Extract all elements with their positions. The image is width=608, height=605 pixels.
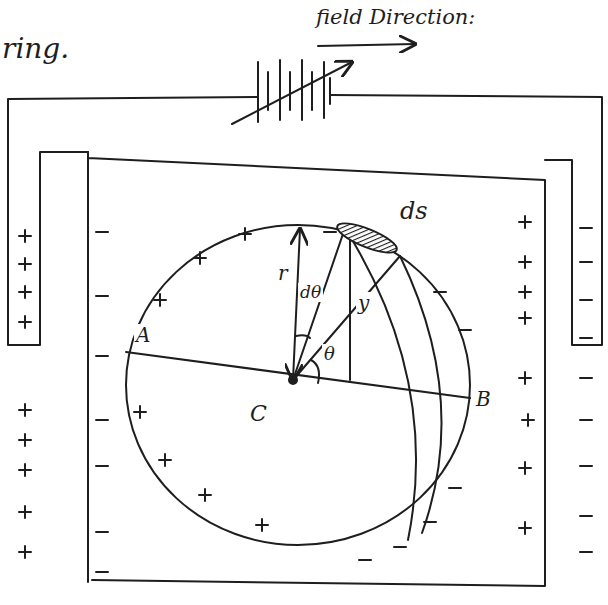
radius-label: r bbox=[276, 262, 290, 284]
angle-label: θ bbox=[322, 344, 337, 364]
minus-charge bbox=[96, 465, 108, 467]
element-label: ds bbox=[400, 198, 428, 224]
height-label: y bbox=[356, 292, 371, 314]
minus-charge bbox=[96, 355, 108, 357]
plus-charge bbox=[519, 462, 531, 474]
minus-charge bbox=[580, 551, 592, 553]
ring-curve bbox=[345, 228, 416, 540]
plus-charge bbox=[19, 404, 31, 416]
minus-charge bbox=[394, 546, 406, 548]
minus-charge bbox=[434, 291, 446, 293]
point-label: A bbox=[134, 324, 152, 346]
plus-charge bbox=[239, 228, 251, 240]
plus-charge bbox=[519, 522, 531, 534]
radius-line bbox=[293, 229, 300, 380]
ring-element bbox=[334, 218, 400, 259]
plus-charge bbox=[199, 489, 211, 501]
left-wire bbox=[8, 97, 258, 345]
minus-charge bbox=[424, 521, 436, 523]
plus-charge bbox=[19, 434, 31, 446]
plus-charge bbox=[19, 286, 31, 298]
plus-charge bbox=[519, 372, 531, 384]
plus-charge bbox=[19, 258, 31, 270]
plus-charge bbox=[159, 454, 171, 466]
minus-charge bbox=[580, 337, 592, 339]
minus-charge bbox=[96, 571, 108, 573]
field-arrow bbox=[318, 44, 415, 46]
point-label: C bbox=[248, 402, 269, 426]
right-wire bbox=[330, 95, 602, 345]
plus-charge bbox=[519, 286, 531, 298]
minus-charge bbox=[580, 261, 592, 263]
minus-charge bbox=[96, 531, 108, 533]
minus-charge bbox=[580, 515, 592, 517]
radius-line bbox=[293, 228, 345, 380]
angle-label: dθ bbox=[298, 283, 323, 302]
plus-charge bbox=[19, 230, 31, 242]
minus-charge bbox=[96, 419, 108, 421]
plus-charge bbox=[19, 506, 31, 518]
figure-note: ring. bbox=[2, 34, 69, 65]
plus-charge bbox=[256, 519, 268, 531]
variable-arrow bbox=[232, 62, 352, 124]
plus-charge bbox=[519, 256, 531, 268]
angle-arc bbox=[296, 335, 310, 338]
plus-charge bbox=[522, 414, 534, 426]
minus-charge bbox=[324, 231, 336, 233]
minus-charge bbox=[580, 299, 592, 301]
sphere-outline bbox=[126, 225, 470, 545]
minus-charge bbox=[96, 295, 108, 297]
plus-charge bbox=[519, 312, 531, 324]
minus-charge bbox=[580, 465, 592, 467]
plus-charge bbox=[19, 464, 31, 476]
minus-charge bbox=[580, 377, 592, 379]
capacitor-plates bbox=[88, 152, 545, 586]
field-direction-label: field Direction: bbox=[316, 6, 475, 29]
minus-charge bbox=[449, 487, 461, 489]
radius-line bbox=[293, 256, 400, 380]
plus-charge bbox=[519, 216, 531, 228]
plus-charge bbox=[194, 252, 206, 264]
plus-charge bbox=[19, 316, 31, 328]
point-label: B bbox=[474, 388, 493, 410]
plus-charge bbox=[134, 406, 146, 418]
plus-charge bbox=[19, 546, 31, 558]
ring-curve bbox=[400, 256, 442, 533]
minus-charge bbox=[580, 227, 592, 229]
minus-charge bbox=[96, 231, 108, 233]
angle-arc bbox=[311, 360, 319, 383]
charge-signs bbox=[19, 216, 592, 572]
height-line bbox=[349, 238, 351, 380]
minus-charge bbox=[459, 329, 471, 331]
minus-charge bbox=[580, 419, 592, 421]
minus-charge bbox=[359, 559, 371, 561]
plus-charge bbox=[154, 294, 166, 306]
